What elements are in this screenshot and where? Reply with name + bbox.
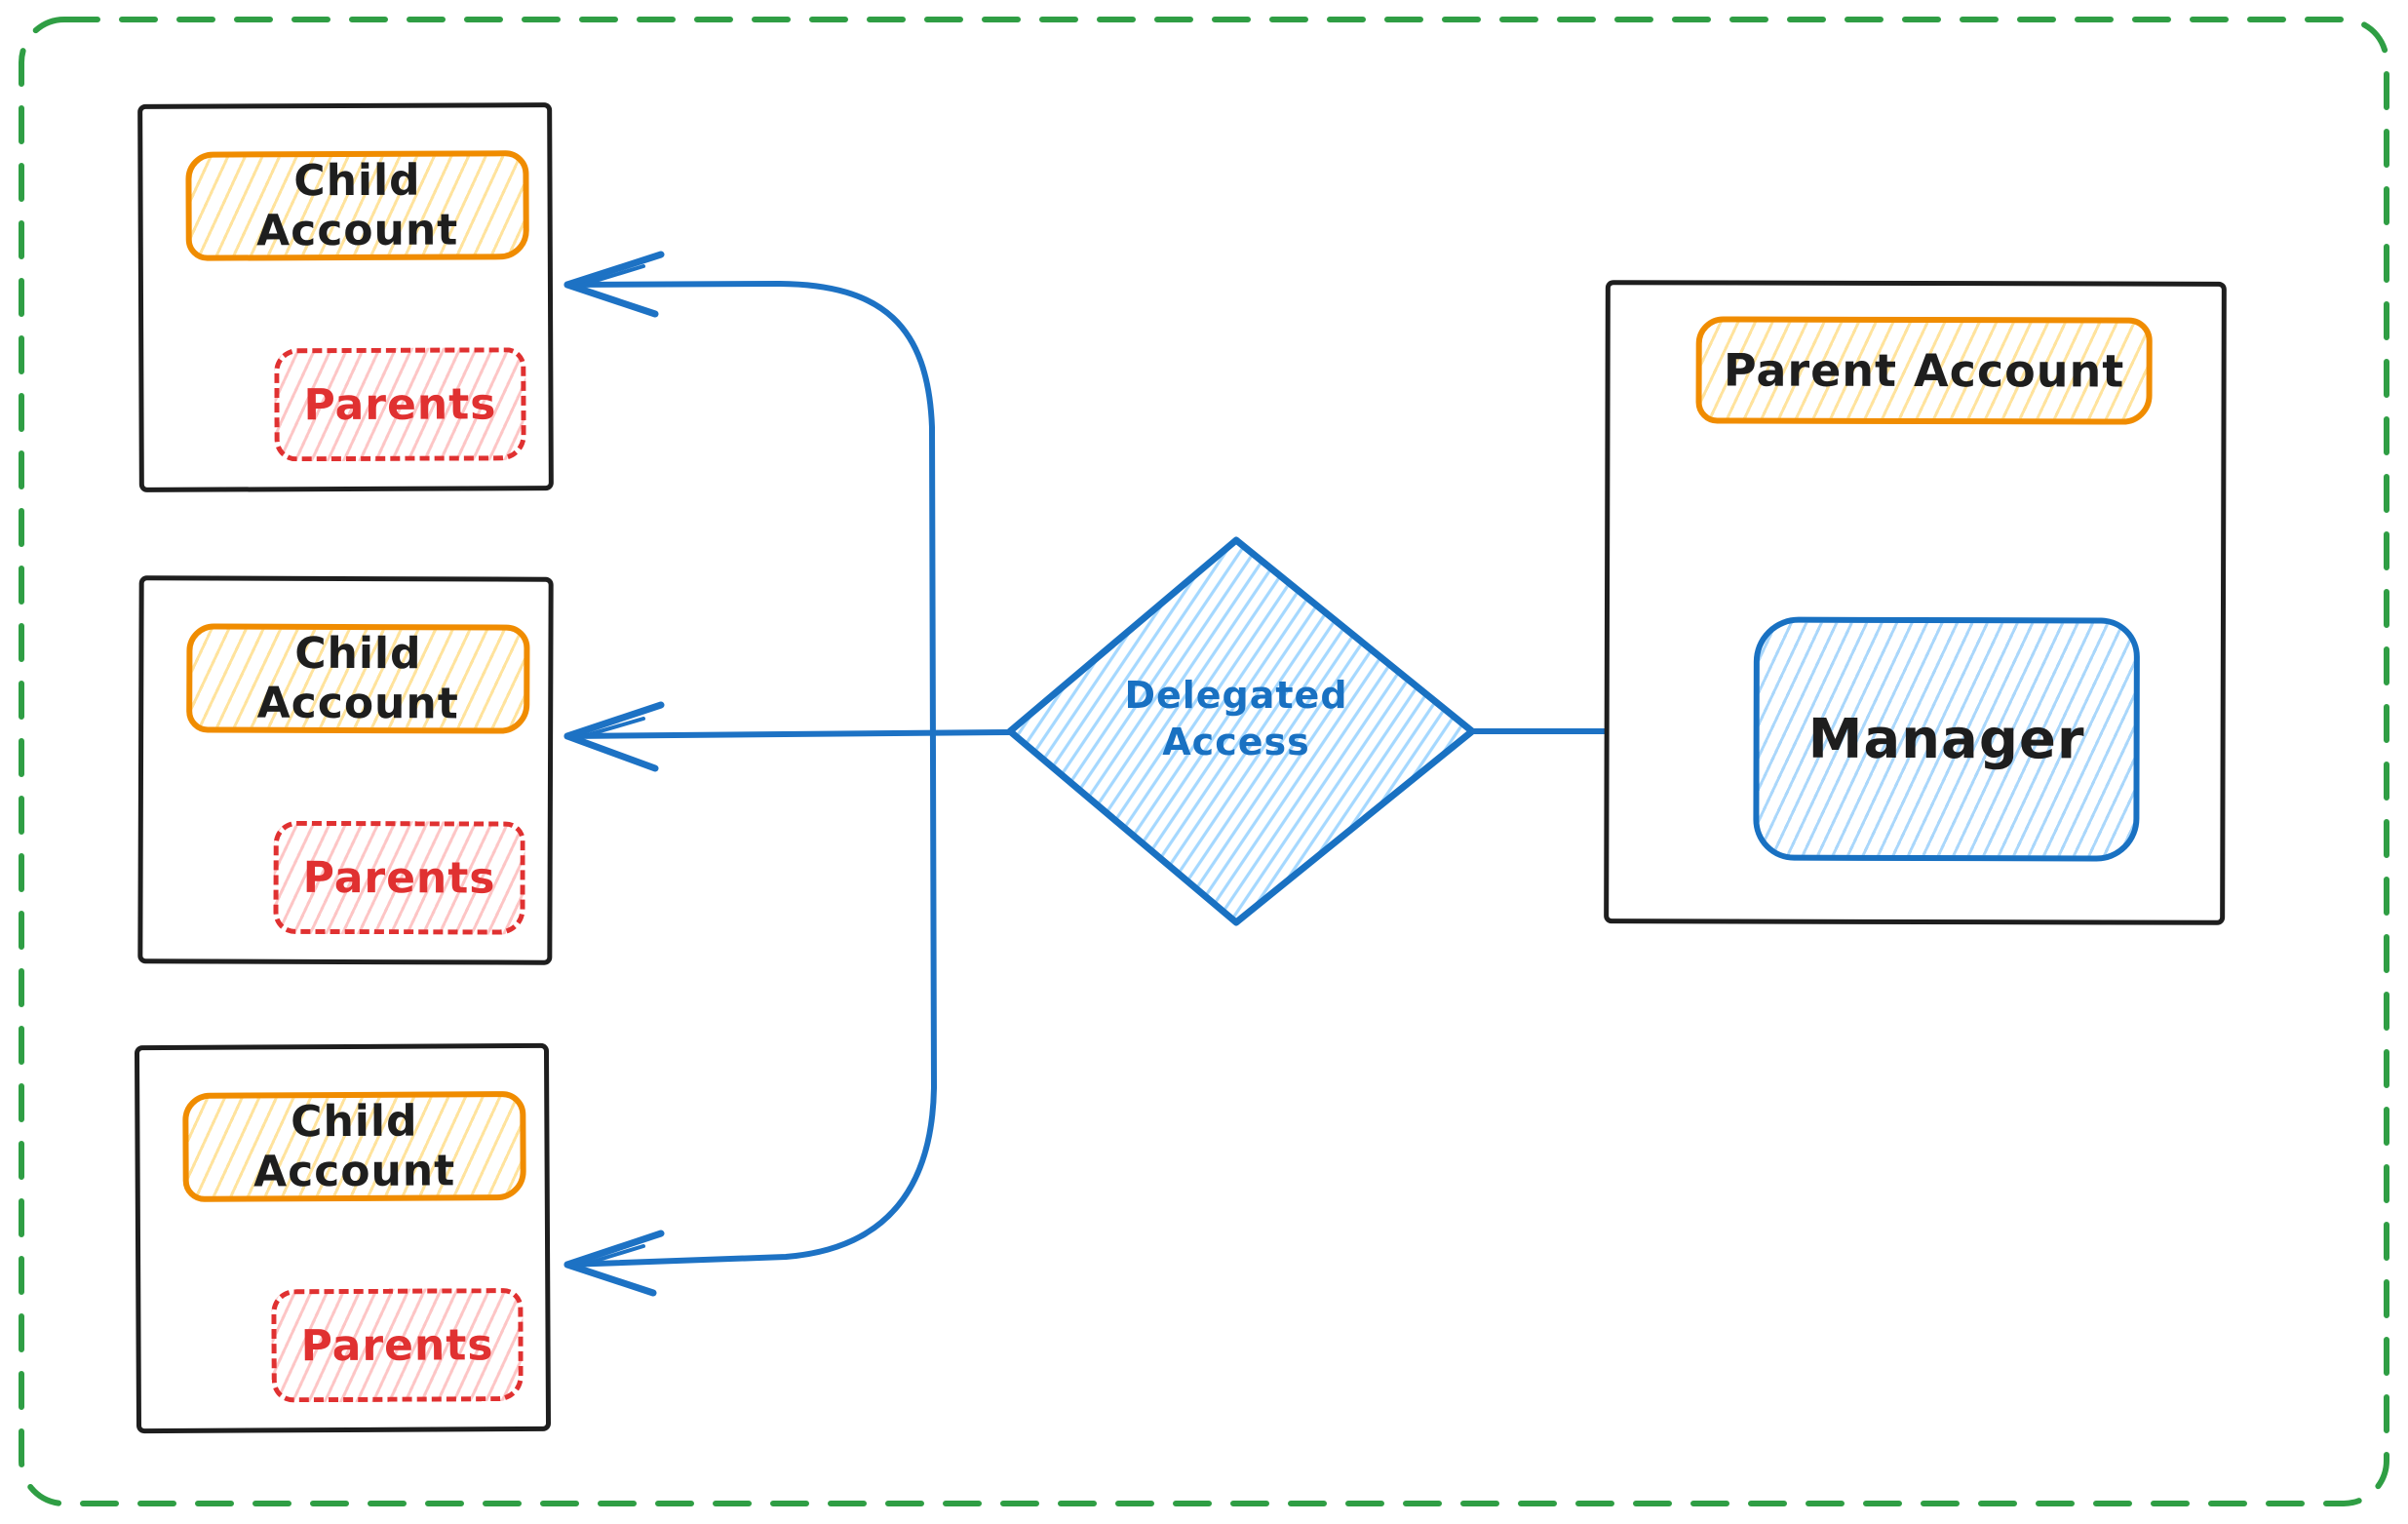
child-account-box-2: Child Account Parents [137,575,554,965]
child-account-box-1: Child Account Parents [137,102,554,492]
manager-box: Manager [1753,616,2140,862]
child-account-box-3: Child Account Parents [134,1042,552,1434]
delegated-access-line1: Delegated [1124,674,1348,717]
arrow-delegated-branch [563,251,938,1297]
child-account-label-3: Child Account [182,1091,526,1202]
parents-label-1: Parents [274,347,526,462]
page-border [19,17,2389,1506]
parent-account-box: Parent Account Manager [1604,280,2227,925]
parent-account-title: Parent Account [1723,343,2125,398]
child-account-label-2: Child Account [186,623,530,734]
delegated-access-diamond [1006,536,1476,926]
arrow-delegated-to-child-2 [563,701,1013,772]
child-account-title-1: Child Account [256,155,459,256]
parents-text-2: Parents [302,852,496,904]
parents-text-3: Parents [300,1319,494,1371]
parents-text-1: Parents [303,378,497,430]
child-account-title-3: Child Account [252,1096,456,1197]
parent-account-label: Parent Account [1695,316,2153,425]
parents-label-3: Parents [271,1288,524,1403]
delegated-access-label: Delegated Access [1090,673,1382,765]
child-account-title-2: Child Account [256,628,459,729]
arrow-delegated-to-child-1 [564,280,938,1268]
parents-label-2: Parents [273,820,525,935]
manager-text: Manager [1807,707,2085,771]
child-account-label-1: Child Account [185,150,529,261]
delegated-access-line2: Access [1162,720,1310,763]
